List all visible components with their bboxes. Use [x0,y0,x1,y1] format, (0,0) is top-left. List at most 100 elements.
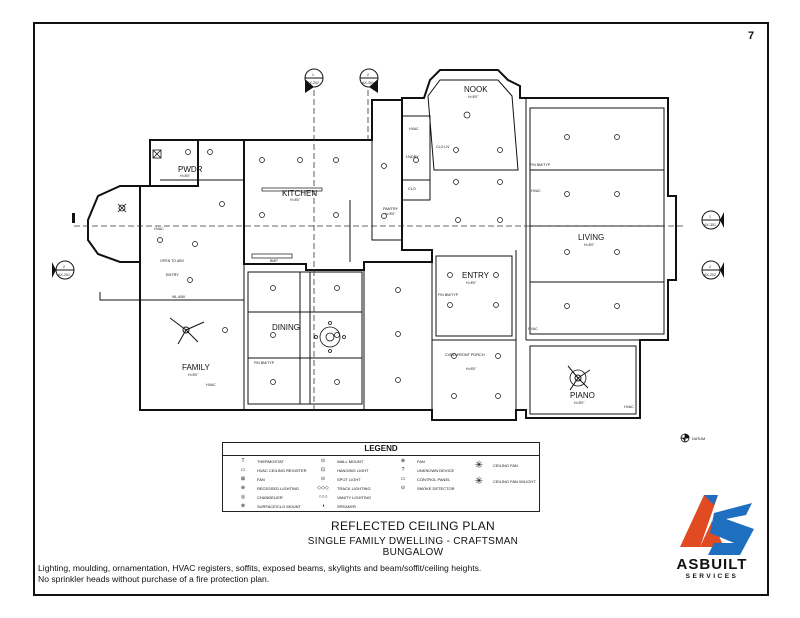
hvac-tag: HVAC [531,189,541,193]
section-sheet: AX-202 [704,273,716,277]
section-sheet: AX-201 [58,273,70,277]
wl-abv-tag: WL ABV [172,295,186,299]
room-height: H=8'0" [584,243,595,247]
legend-item-label: VANITY LIGHTING [337,495,372,500]
ceiling-fan-icon: ✳ [474,460,484,471]
room-label-clo: CLO [408,187,416,191]
hvac-tag: HVAC [206,383,216,387]
room-label-kitchen: KITCHEN [282,189,317,198]
section-number: 2 [709,265,711,269]
room-label-entry: ENTRY [462,271,490,280]
section-sheet: AX-301 [362,81,374,85]
room-height: H=8'0" [188,373,199,377]
room-height: H=8'0" [574,401,585,405]
legend-grid: T THERMOSTAT ▭ HVAC CEILING REGISTER ⊠ F… [223,455,539,511]
room-label-lndry: LNDRY [406,155,419,159]
legend-item-label: WALL MOUNT [337,459,364,464]
legend-item-label: CHANDELIER [257,495,283,500]
fan [152,149,162,159]
legend-item-label: CEILING FAN [493,463,518,468]
logo-word: ASBUILT [676,556,748,573]
section-sheet: AX-301 [704,223,716,227]
page-number: 7 [748,30,755,42]
datum-symbol [680,433,690,443]
fin-beam-tag: FIN BM/TYP [530,163,551,167]
legend: LEGEND T THERMOSTAT ▭ HVAC CEILING REGIS… [222,442,540,512]
chandelier-icon: ◎ [240,494,246,500]
legend-item-label: SPOT LIGHT [337,477,361,482]
fan-icon: ⊗ [400,458,406,464]
title-block: REFLECTED CEILING PLAN SINGLE FAMILY DWE… [280,519,546,558]
section-number: 2 [367,73,369,77]
section-number: 1 [709,215,711,219]
room-height: H=8'0" [466,367,477,371]
room-height: H=8'0" [468,95,479,99]
track-lighting-icon: ◇◇◇ [317,485,329,491]
thermostat-icon: T [241,458,245,464]
room-label-piano: PIANO [570,391,595,400]
room-height: H=8'0" [180,174,191,178]
legend-item-label: SPEAKER [337,504,356,509]
clo-ln-tag: CLO LN [436,145,449,149]
room-height: H=8'0" [290,198,301,202]
bmp-tag: BMP [270,259,278,263]
legend-item-label: HVAC CEILING REGISTER [257,468,307,473]
fin-beam-tag: FIN BM/TYP [438,293,459,297]
logo-subword: SERVICES [685,573,739,580]
room-height: H=8'0" [466,281,477,285]
chandelier [314,321,587,387]
room-label-nook: NOOK [464,85,488,94]
wall-mount-icon: ⊙ [320,458,326,464]
unknown-device-icon: ? [401,467,405,473]
legend-item-label: FAN [417,459,425,464]
room-label-pwdr: PWDR [178,165,203,174]
spot-light-icon: ⊙ [320,476,326,482]
room-label-pantry: PANTRY [383,207,399,211]
legend-item-label: CONTROL PANEL [417,477,451,482]
legend-item-label: CEILING FAN W/LIGHT [493,479,536,484]
section-number: 1 [312,73,314,77]
asbuilt-logo: AS [680,495,754,555]
legend-title: LEGEND [223,443,539,456]
recessed-light-icon: ⊕ [240,485,246,491]
vanity-lighting-icon: ○○○ [318,494,328,500]
room-label-entry-side: ENTRY [166,273,179,277]
control-panel-icon: ▭ [400,476,406,482]
note-line: Lighting, moulding, ornamentation, HVAC … [38,563,482,573]
legend-item-label: TRACK LIGHTING [337,486,371,491]
fin-beam-tag: FIN BM/TYP [254,361,275,365]
smoke-detector-icon: ⊙ [400,485,406,491]
surface-mount-icon: ⊗ [240,503,246,509]
legend-item-label: RECESSED LIGHTING [257,486,300,491]
notes: Lighting, moulding, ornamentation, HVAC … [38,563,481,585]
legend-item-label: SURFACE/CLG MOUNT [257,504,302,509]
entry-bay [87,185,140,263]
drawing-border [33,22,769,596]
recessed-light-group [157,111,620,399]
speaker-icon: ◑ [321,503,325,509]
ceiling-fan-light-icon: ✳ [474,476,484,487]
section-marker-group [55,68,721,280]
room-label-living: LIVING [578,233,604,242]
ceiling-fan [169,317,591,391]
open-to-abv-tag: OPEN TO ABV [160,259,185,263]
drawing-title: REFLECTED CEILING PLAN [331,519,495,533]
room-height: H=8'0" [385,212,396,216]
section-number: 2 [63,265,65,269]
track-lighting [251,187,323,259]
room-label-family: FAMILY [182,363,211,372]
hvac-tag: HVAC [409,127,419,131]
datum-label: DATUM [692,437,705,441]
legend-item-label: UNKNOWN DEVICE [417,468,455,473]
section-sheet: AX-202 [307,81,319,85]
legend-item-label: SMOKE DETECTOR [417,486,455,491]
note-line: No sprinkler heads without purchase of a… [38,574,270,584]
exterior-wall [139,69,677,421]
fan-icon: ⊠ [240,476,246,482]
legend-item-label: THERMOSTAT [257,459,284,464]
room-label-dining: DINING [272,323,300,332]
hvac-tag: HVAC [624,405,634,409]
hvac-register-icon: ▭ [240,467,246,473]
hvac-tag: HVAC [154,227,164,231]
